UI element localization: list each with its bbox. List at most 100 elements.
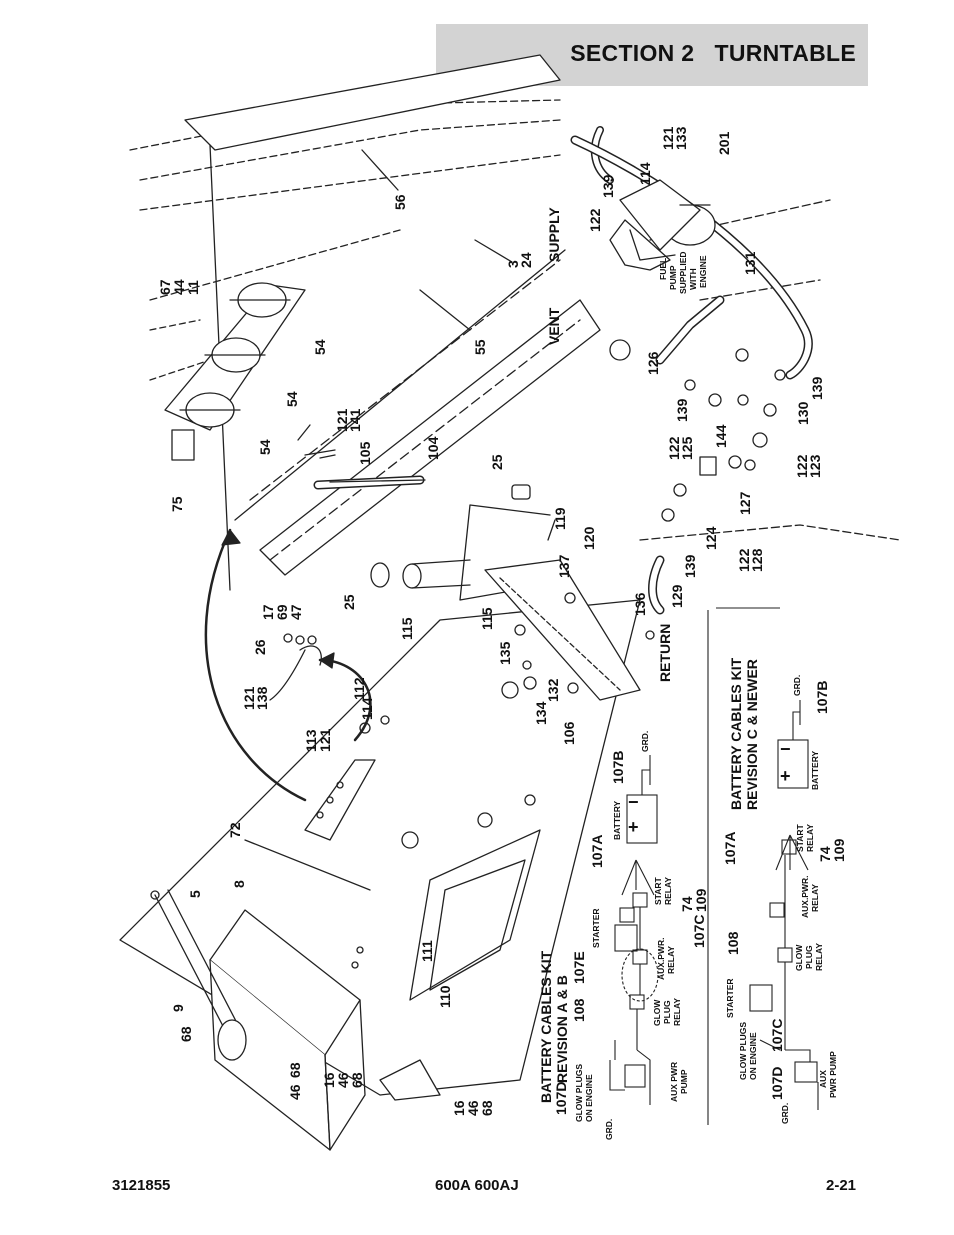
kit-ab-74-109: 74109 <box>679 888 709 912</box>
callout-129: 129 <box>669 584 685 608</box>
kit-c-glow-plugs: GLOW PLUGSON ENGINE <box>738 1022 758 1080</box>
kit-c-107b: 107B <box>814 681 830 714</box>
callout-16-46-68-a: 164668 <box>321 1072 365 1088</box>
callout-113-121: 113121 <box>303 728 333 752</box>
kit-ab-107d: 107D <box>553 1082 569 1115</box>
kit-ab-108: 108 <box>571 998 587 1022</box>
kit-ab-battery: BATTERY <box>612 800 622 840</box>
kit-ab-starter: STARTER <box>591 908 601 948</box>
callout-120: 120 <box>581 526 597 550</box>
callout-67-44-11: 674411 <box>157 279 201 295</box>
section-title: SECTION 2 TURNTABLE <box>570 40 856 66</box>
callout-122-a: 122 <box>587 208 603 232</box>
callout-25-b: 25 <box>341 594 357 610</box>
callout-68-b: 68 <box>287 1062 303 1078</box>
callout-25-a: 25 <box>489 454 505 470</box>
callout-122-128: 122128 <box>736 548 765 572</box>
callout-8: 8 <box>231 880 247 888</box>
kit-c-glow-relay: GLOWPLUGRELAY <box>794 943 824 971</box>
kit-c-74-109: 74109 <box>817 838 847 862</box>
callout-54-a: 54 <box>312 339 328 355</box>
kit-c-aux-pump: AUXPWR PUMP <box>818 1051 838 1098</box>
label-vent: VENT <box>546 307 562 345</box>
label-fuel-pump: FUELPUMPSUPPLIEDWITHENGINE <box>658 251 708 294</box>
callout-139-b: 139 <box>674 398 690 422</box>
callout-55: 55 <box>472 339 488 355</box>
callout-9: 9 <box>170 1004 186 1012</box>
kit-c-title: BATTERY CABLES KITREVISION C & NEWER <box>728 657 760 810</box>
kit-c-starter: STARTER <box>725 978 735 1018</box>
kit-c-107c: 107C <box>769 1019 785 1052</box>
callout-72: 72 <box>227 822 243 838</box>
kit-ab-glow-plugs: GLOW PLUGSON ENGINE <box>574 1064 594 1122</box>
callout-139-c: 139 <box>809 376 825 400</box>
kit-c-108: 108 <box>725 931 741 955</box>
callout-135: 135 <box>497 641 513 665</box>
label-supply: SUPPLY <box>546 207 562 262</box>
callout-46: 46 <box>287 1084 303 1100</box>
callout-144: 144 <box>713 424 729 448</box>
callout-26: 26 <box>252 639 268 655</box>
callout-3-24: 324 <box>505 252 534 268</box>
callout-115-b: 115 <box>479 607 495 630</box>
kit-ab-107b: 107B <box>610 751 626 784</box>
callout-75: 75 <box>169 496 185 512</box>
callout-126: 126 <box>645 351 661 375</box>
callout-131: 131 <box>742 251 758 275</box>
callout-114-b: 114 <box>637 162 653 185</box>
kit-ab-title: BATTERY CABLES KITREVISION A & B <box>538 950 570 1103</box>
label-return: RETURN <box>657 624 673 682</box>
kit-ab-107c: 107C <box>691 915 707 948</box>
callout-137: 137 <box>556 554 572 578</box>
kit-c-start-relay: STARTRELAY <box>795 823 815 852</box>
kit-ab-aux-pump: AUX PWRPUMP <box>669 1062 689 1102</box>
kit-ab-aux-relay: AUX.PWR.RELAY <box>656 938 676 981</box>
callout-68-a: 68 <box>178 1026 194 1042</box>
callout-114: 114 <box>359 697 375 720</box>
kit-ab-107e: 107E <box>571 951 587 984</box>
callout-122-123: 122123 <box>794 454 823 478</box>
callout-17-69-47: 176947 <box>260 604 304 620</box>
callout-115-a: 115 <box>399 617 415 640</box>
callout-134: 134 <box>533 701 549 725</box>
footer-doc-number: 3121855 <box>112 1177 171 1194</box>
callout-106: 106 <box>561 721 577 745</box>
kit-ab-start-relay: STARTRELAY <box>653 876 673 905</box>
callout-122-125: 122125 <box>666 436 695 460</box>
callout-5: 5 <box>187 890 203 898</box>
callout-121-138: 121138 <box>241 686 270 710</box>
callout-139-d: 139 <box>682 554 698 578</box>
kit-c-plus: + <box>780 766 791 786</box>
callout-136: 136 <box>632 592 648 616</box>
callout-124: 124 <box>703 526 719 550</box>
kit-c-aux-relay: AUX.PWR.RELAY <box>800 876 820 919</box>
callout-54-c: 54 <box>257 439 273 455</box>
callout-119: 119 <box>552 507 568 530</box>
kit-c-minus: − <box>780 739 791 759</box>
kit-c-107a: 107A <box>722 832 738 865</box>
kit-ab-plus: + <box>628 817 639 837</box>
callout-16-46-68-b: 164668 <box>451 1100 495 1116</box>
callout-130: 130 <box>795 401 811 425</box>
footer-model: 600A 600AJ <box>435 1177 519 1194</box>
kit-ab-glow-relay: GLOWPLUGRELAY <box>652 998 682 1026</box>
callout-110: 110 <box>437 985 453 1008</box>
callout-111: 111 <box>419 940 435 962</box>
callout-127: 127 <box>737 491 753 515</box>
callout-139-a: 139 <box>600 174 616 198</box>
kit-c-grd-bottom: GRD. <box>780 1103 790 1124</box>
callout-121-141: 121141 <box>334 408 363 432</box>
kit-ab-grd-bottom: GRD. <box>604 1119 614 1140</box>
callout-105: 105 <box>357 441 373 465</box>
kit-c-grd-top: GRD. <box>792 675 802 696</box>
kit-c-107d: 107D <box>769 1067 785 1100</box>
kit-ab-grd-top: GRD. <box>640 731 650 752</box>
callout-121-133: 121133 <box>660 126 689 150</box>
callout-201: 201 <box>716 131 732 155</box>
kit-ab-minus: − <box>628 792 639 812</box>
kit-ab-107a: 107A <box>589 835 605 868</box>
callout-112: 112 <box>351 677 367 700</box>
callout-54-b: 54 <box>284 391 300 407</box>
callout-132: 132 <box>545 678 561 702</box>
